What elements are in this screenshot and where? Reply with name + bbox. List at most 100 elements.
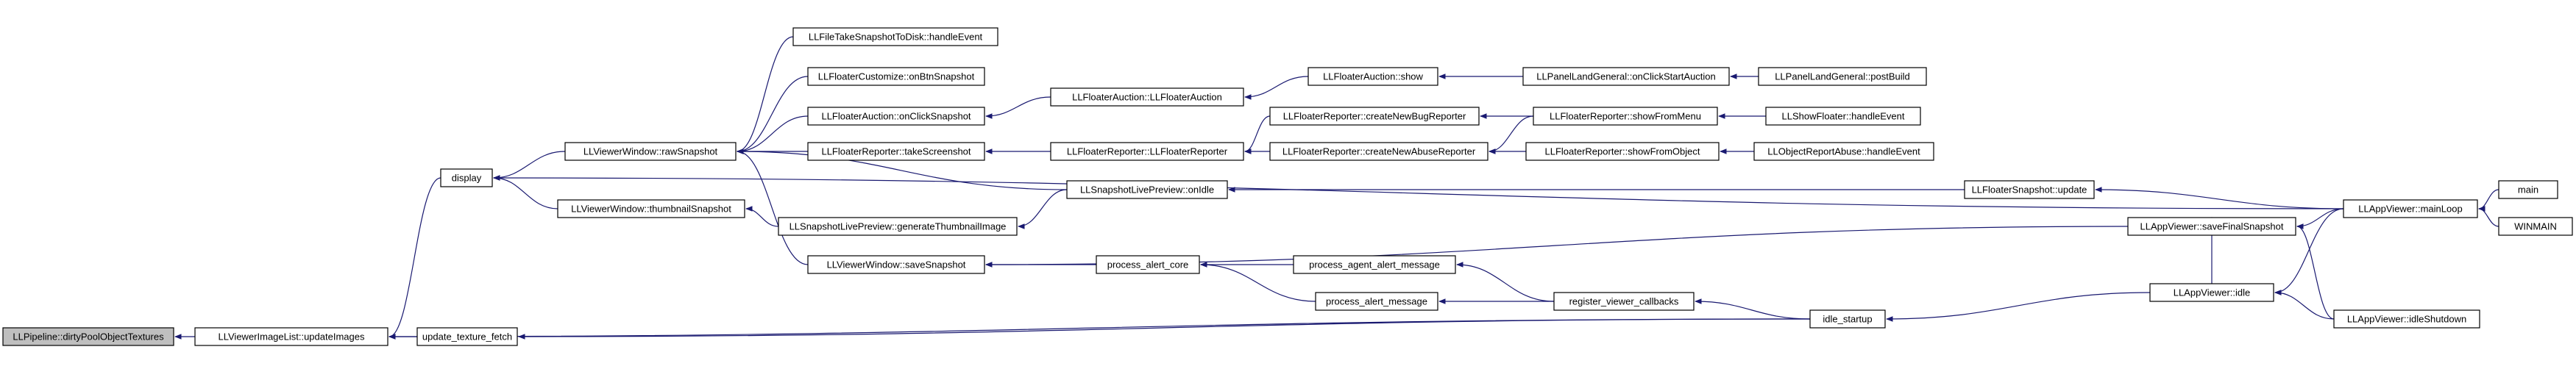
node-label: LLPanelLandGeneral::postBuild — [1775, 71, 1910, 82]
node-panellandstartauction[interactable]: LLPanelLandGeneral::onClickStartAuction — [1522, 67, 1730, 86]
node-label: idle_startup — [1823, 313, 1872, 324]
node-label: LLFloaterReporter::showFromMenu — [1550, 110, 1701, 121]
node-mainloop[interactable]: LLAppViewer::mainLoop — [2343, 199, 2478, 218]
node-savesnapshot[interactable]: LLViewerWindow::saveSnapshot — [807, 255, 985, 274]
node-processalertmsg[interactable]: process_alert_message — [1315, 292, 1438, 311]
node-box — [1269, 107, 1480, 126]
node-floatersnapshotupdate[interactable]: LLFloaterSnapshot::update — [1964, 180, 2095, 199]
node-box — [2498, 217, 2573, 236]
node-label: LLFloaterReporter::createNewBugReporter — [1283, 110, 1466, 121]
node-label: register_viewer_callbacks — [1569, 295, 1679, 306]
node-winmain[interactable]: WINMAIN — [2498, 217, 2573, 236]
node-box — [1066, 180, 1228, 199]
node-box — [557, 199, 745, 218]
node-showfromobject[interactable]: LLFloaterReporter::showFromObject — [1525, 142, 1720, 161]
node-appidle[interactable]: LLAppViewer::idle — [2149, 283, 2274, 302]
node-label: update_texture_fetch — [422, 331, 512, 342]
node-onidle[interactable]: LLSnapshotLivePreview::onIdle — [1066, 180, 1228, 199]
node-panellandpostbuild[interactable]: LLPanelLandGeneral::postBuild — [1758, 67, 1927, 86]
node-label: LLShowFloater::handleEvent — [1782, 110, 1905, 121]
node-label: main — [2518, 184, 2538, 195]
node-box — [1050, 87, 1244, 107]
node-createabusereporter[interactable]: LLFloaterReporter::createNewAbuseReporte… — [1269, 142, 1489, 161]
node-box — [807, 67, 985, 86]
node-showfloaterhandle[interactable]: LLShowFloater::handleEvent — [1765, 107, 1921, 126]
node-updatetexturefetch[interactable]: update_texture_fetch — [416, 327, 518, 346]
node-label: LLViewerImageList::updateImages — [219, 331, 365, 342]
node-label: process_alert_core — [1107, 259, 1189, 270]
node-label: LLFloaterAuction::LLFloaterAuction — [1072, 91, 1222, 102]
node-showfrommenu[interactable]: LLFloaterReporter::showFromMenu — [1533, 107, 1718, 126]
node-box — [1765, 107, 1921, 126]
node-layer: LLPipeline::dirtyPoolObjectTextures LLVie… — [2, 27, 2573, 346]
node-rawsnapshot[interactable]: LLViewerWindow::rawSnapshot — [564, 142, 737, 161]
edge-mainloop-to-savefinalsnapshot — [2296, 208, 2344, 229]
node-label: LLSnapshotLivePreview::generateThumbnail… — [790, 221, 1007, 232]
node-label: LLFloaterSnapshot::update — [1972, 184, 2087, 195]
node-box — [1533, 107, 1718, 126]
node-objectreportabuse[interactable]: LLObjectReportAbuse::handleEvent — [1753, 142, 1934, 161]
node-registerviewercallbacks[interactable]: register_viewer_callbacks — [1553, 292, 1695, 311]
node-box — [2343, 199, 2478, 218]
edge-mainloop-to-appidle — [2274, 208, 2344, 295]
node-label: LLObjectReportAbuse::handleEvent — [1767, 146, 1920, 157]
node-floaterreportershot[interactable]: LLFloaterReporter::takeScreenshot — [807, 142, 985, 161]
edge-onidle-to-generatethumbnail — [1018, 189, 1068, 229]
node-label: LLFloaterCustomize::onBtnSnapshot — [818, 71, 975, 82]
node-label: LLAppViewer::idleShutdown — [2347, 313, 2466, 324]
edge-rawsnapshot-to-display — [493, 151, 566, 181]
node-box — [1758, 67, 1927, 86]
edge-idlestartup-to-updatetexturefetch — [518, 318, 1811, 340]
node-idleshutdown[interactable]: LLAppViewer::idleShutdown — [2333, 309, 2480, 329]
edge-appidle-to-idlestartup — [1886, 292, 2151, 322]
node-filetakesnapshot[interactable]: LLFileTakeSnapshotToDisk::handleEvent — [792, 27, 998, 46]
edge-generatethumbnail-to-thumbnailsnapshot — [745, 206, 779, 227]
node-floaterreporterctor[interactable]: LLFloaterReporter::LLFloaterReporter — [1050, 142, 1244, 161]
node-processalertcore[interactable]: process_alert_core — [1096, 255, 1200, 274]
node-box — [194, 327, 388, 346]
edge-registerviewercallbacks-to-processagentalert — [1456, 262, 1555, 302]
node-main[interactable]: main — [2498, 180, 2558, 199]
node-label: process_agent_alert_message — [1309, 259, 1440, 270]
node-label: LLFloaterReporter::takeScreenshot — [821, 146, 971, 157]
node-label: LLFloaterReporter::LLFloaterReporter — [1067, 146, 1228, 157]
node-floatercustomize[interactable]: LLFloaterCustomize::onBtnSnapshot — [807, 67, 985, 86]
edge-mainloop-to-floatersnapshotupdate — [2095, 187, 2344, 209]
node-box — [2, 327, 174, 346]
node-label: LLFloaterAuction::onClickSnapshot — [821, 110, 971, 121]
node-display[interactable]: display — [440, 168, 493, 187]
node-box — [1553, 292, 1695, 311]
node-thumbnailsnapshot[interactable]: LLViewerWindow::thumbnailSnapshot — [557, 199, 745, 218]
node-label: process_alert_message — [1326, 295, 1427, 306]
node-label: LLPipeline::dirtyPoolObjectTextures — [13, 331, 164, 342]
node-box — [2149, 283, 2274, 302]
edge-thumbnailsnapshot-to-display — [493, 175, 558, 209]
node-box — [440, 168, 493, 187]
node-box — [1269, 142, 1489, 161]
node-label: WINMAIN — [2514, 221, 2557, 232]
edge-display-to-updateimages — [388, 177, 441, 340]
edge-idleshutdown-to-appidle — [2274, 290, 2335, 320]
node-floaterauctionshow[interactable]: LLFloaterAuction::show — [1307, 67, 1438, 86]
node-box — [2127, 217, 2296, 236]
node-processagentalert[interactable]: process_agent_alert_message — [1293, 255, 1456, 274]
node-floaterauctionctor[interactable]: LLFloaterAuction::LLFloaterAuction — [1050, 87, 1244, 107]
node-floaterauctionsnap[interactable]: LLFloaterAuction::onClickSnapshot — [807, 107, 985, 126]
node-label: LLFileTakeSnapshotToDisk::handleEvent — [809, 31, 983, 42]
edge-processalertmsg-to-processalertcore — [1200, 262, 1316, 302]
node-generatethumbnail[interactable]: LLSnapshotLivePreview::generateThumbnail… — [778, 217, 1018, 236]
edge-filetakesnapshot-to-rawsnapshot — [737, 36, 794, 154]
node-label: LLAppViewer::idle — [2174, 287, 2251, 298]
edge-onidle-to-rawsnapshot — [737, 148, 1068, 190]
node-dirtypool[interactable]: LLPipeline::dirtyPoolObjectTextures — [2, 327, 174, 346]
node-savefinalsnapshot[interactable]: LLAppViewer::saveFinalSnapshot — [2127, 217, 2296, 236]
edge-idleshutdown-to-savefinalsnapshot — [2296, 223, 2335, 320]
edge-createbugreporter-to-floaterreporterctor — [1244, 115, 1271, 154]
node-createbugreporter[interactable]: LLFloaterReporter::createNewBugReporter — [1269, 107, 1480, 126]
edge-floatercustomize-to-rawsnapshot — [737, 76, 809, 154]
node-idlestartup[interactable]: idle_startup — [1809, 309, 1886, 329]
edge-floaterauctionshow-to-floaterauctionctor — [1244, 76, 1309, 100]
edge-savesnapshot-to-rawsnapshot — [737, 148, 809, 265]
node-updateimages[interactable]: LLViewerImageList::updateImages — [194, 327, 388, 346]
